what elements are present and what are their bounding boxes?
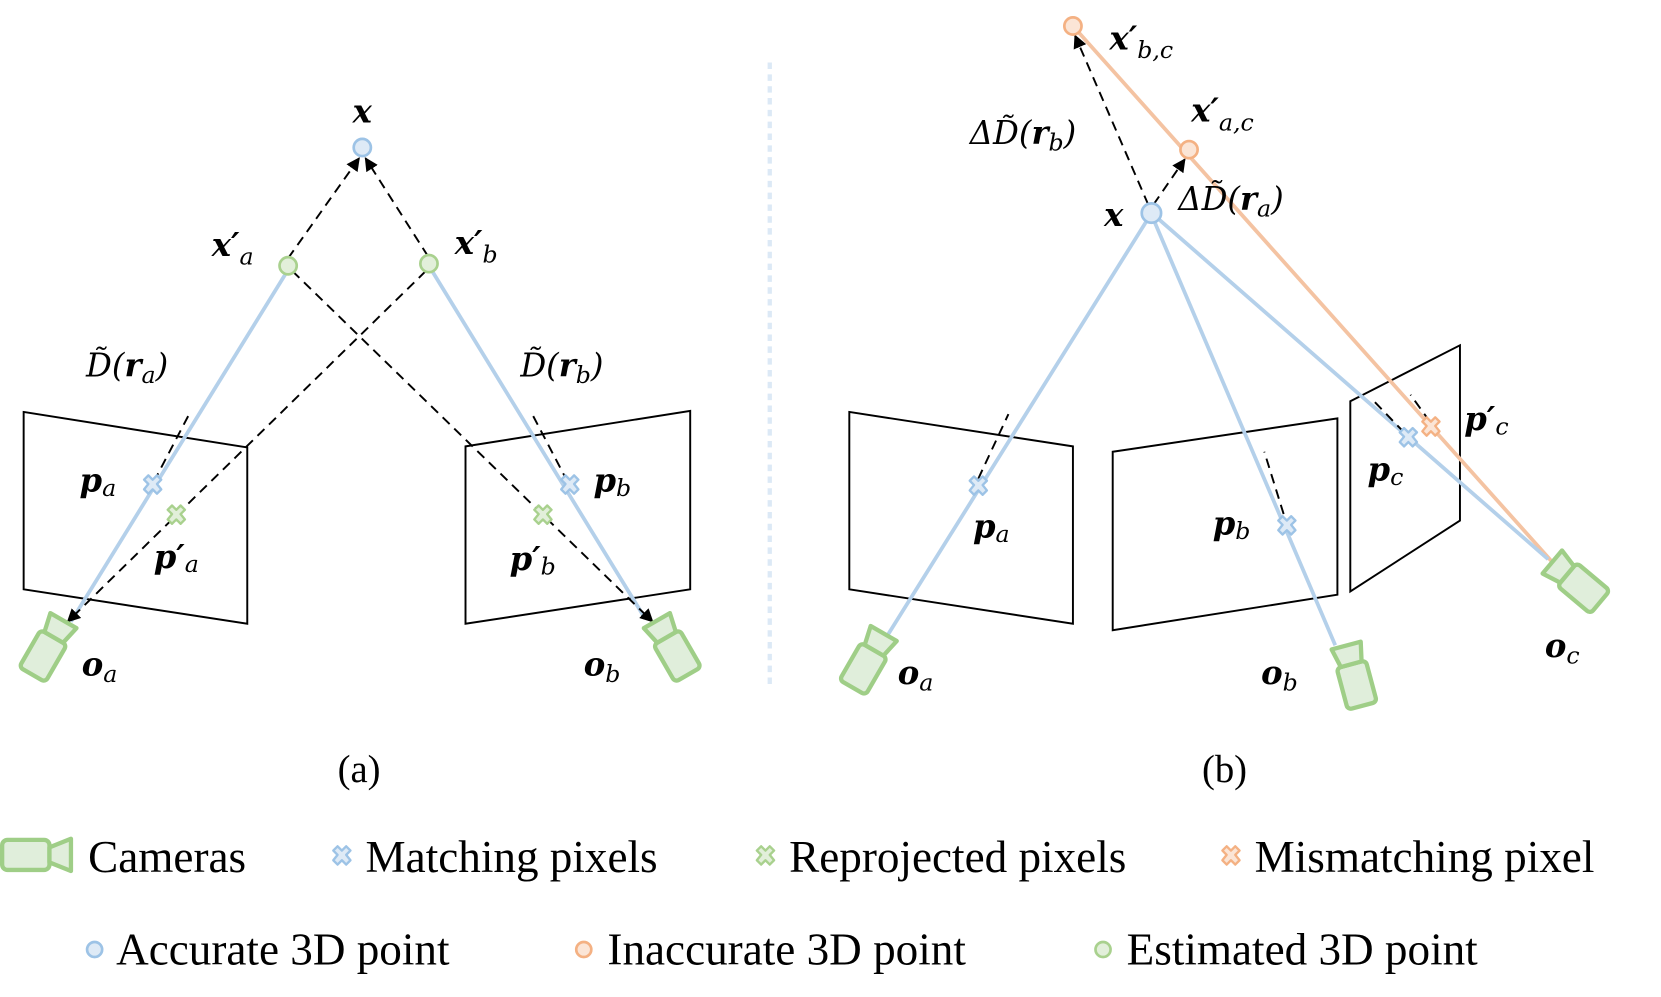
label-p-c: pc [1368, 451, 1404, 491]
matching-pixel-pb-b [1277, 515, 1297, 536]
label-p-b-prime: p′b [510, 540, 556, 580]
matching-pixel-pa [142, 474, 163, 495]
legend-item-mismatching-pixel: Mismatching pixel [1221, 832, 1595, 882]
legend: Cameras Matching pixels Reprojected pixe… [0, 832, 1595, 975]
legend-item-matching-pixels: Matching pixels [332, 832, 658, 882]
matching-pixel-pc-b [1398, 426, 1419, 448]
camera-oc-b-icon [1540, 548, 1611, 615]
legend-label: Matching pixels [366, 832, 658, 882]
label-x-bc-prime: x′b,c [1108, 20, 1173, 65]
ray-ob-x [1151, 218, 1337, 646]
accurate-point-x-b [1140, 202, 1163, 225]
inaccurate-point-xbc [1062, 16, 1083, 36]
label-p-b: pb [593, 462, 631, 502]
delta-d-ra [1152, 158, 1186, 206]
green-dot-icon [1094, 940, 1112, 959]
dash-xa-to-ob [291, 270, 654, 623]
dash-xb-to-oa [66, 270, 427, 623]
legend-item-cameras: Cameras [0, 832, 246, 882]
label-o-a-b: oa [898, 654, 934, 696]
matching-pixel-pb [560, 474, 580, 495]
dash-xa-to-x [287, 157, 360, 259]
label-x: x [352, 93, 373, 131]
label-p-b-b: pb [1213, 505, 1251, 545]
reprojected-pixel-pb [533, 504, 553, 525]
image-plane-b-c [1349, 343, 1461, 594]
label-x-ac-prime: x′a,c [1190, 92, 1254, 137]
camera-ob-icon [641, 610, 702, 683]
legend-label: Cameras [88, 832, 246, 882]
legend-label: Accurate 3D point [116, 925, 450, 975]
label-x-b-prime: x′b [454, 224, 498, 269]
camera-icon [0, 836, 74, 874]
blue-cross-icon [332, 845, 352, 866]
label-depth-a: D̃(ra) [85, 346, 168, 388]
estimated-point-xb [419, 253, 439, 274]
legend-item-estimated-point: Estimated 3D point [1094, 925, 1479, 975]
orange-dot-icon [574, 940, 593, 959]
label-delta-d-rb: ΔD̃(rb) [968, 114, 1076, 156]
label-p-a-b: pa [973, 508, 1010, 548]
label-delta-d-ra: ΔD̃(ra) [1176, 180, 1283, 222]
caption-a: (a) [338, 749, 381, 791]
depth-ray-a [69, 272, 288, 623]
dash-pb-upper [531, 413, 569, 483]
label-p-c-prime: p′c [1464, 400, 1508, 440]
label-p-a: pa [80, 462, 117, 502]
accurate-point-x [352, 137, 373, 158]
camera-ob-b-icon [1329, 639, 1379, 711]
dash-pa-upper [152, 413, 191, 483]
camera-oa-icon [18, 610, 79, 683]
inaccurate-ray [1071, 24, 1556, 566]
dash-pc-b [1373, 400, 1405, 434]
legend-label: Reprojected pixels [789, 832, 1126, 882]
inaccurate-point-xac [1179, 139, 1199, 160]
ray-oc-x [1156, 217, 1550, 561]
legend-label: Estimated 3D point [1127, 925, 1479, 975]
label-o-a: oa [82, 645, 118, 687]
label-o-b-b: ob [1261, 654, 1298, 696]
label-depth-b: D̃(rb) [519, 346, 603, 388]
label-p-a-prime: p′a [154, 538, 199, 578]
image-plane-b-b [1111, 417, 1339, 632]
legend-label: Inaccurate 3D point [607, 925, 966, 975]
ray-oa-x [886, 217, 1150, 636]
depth-ray-b [430, 270, 647, 620]
label-o-c-b: oc [1545, 627, 1580, 669]
matching-pixel-pa-b [968, 475, 989, 496]
legend-item-inaccurate-point: Inaccurate 3D point [574, 925, 966, 975]
dash-pa-b [977, 413, 1010, 480]
image-plane-b [464, 409, 692, 625]
label-o-b: ob [584, 645, 621, 687]
label-x-b: x [1103, 196, 1124, 234]
panel-a: x x′a x′b D̃(ra) D̃(rb) pa pb p′a p′b oa… [18, 93, 702, 791]
dash-xb-to-x [364, 157, 429, 257]
blue-dot-icon [85, 940, 104, 959]
green-cross-icon [755, 845, 776, 866]
legend-label: Mismatching pixel [1255, 832, 1595, 882]
legend-item-reprojected-pixels: Reprojected pixels [755, 832, 1126, 882]
label-x-a-prime: x′a [211, 226, 254, 271]
estimated-point-xa [278, 255, 299, 276]
mismatching-pixel-pc-prime [1421, 416, 1441, 437]
image-plane-a [22, 410, 249, 625]
legend-item-accurate-point: Accurate 3D point [85, 925, 450, 975]
delta-d-rb [1073, 34, 1150, 205]
caption-b: (b) [1202, 749, 1247, 791]
dash-pb-b [1263, 451, 1285, 515]
panel-b: x′b,c x′a,c ΔD̃(rb) ΔD̃(ra) x pa pb pc p… [838, 16, 1611, 791]
image-plane-b-a [848, 410, 1074, 625]
camera-oa-b-icon [838, 623, 899, 696]
reprojected-pixel-pa [166, 504, 187, 525]
orange-cross-icon [1221, 845, 1241, 866]
